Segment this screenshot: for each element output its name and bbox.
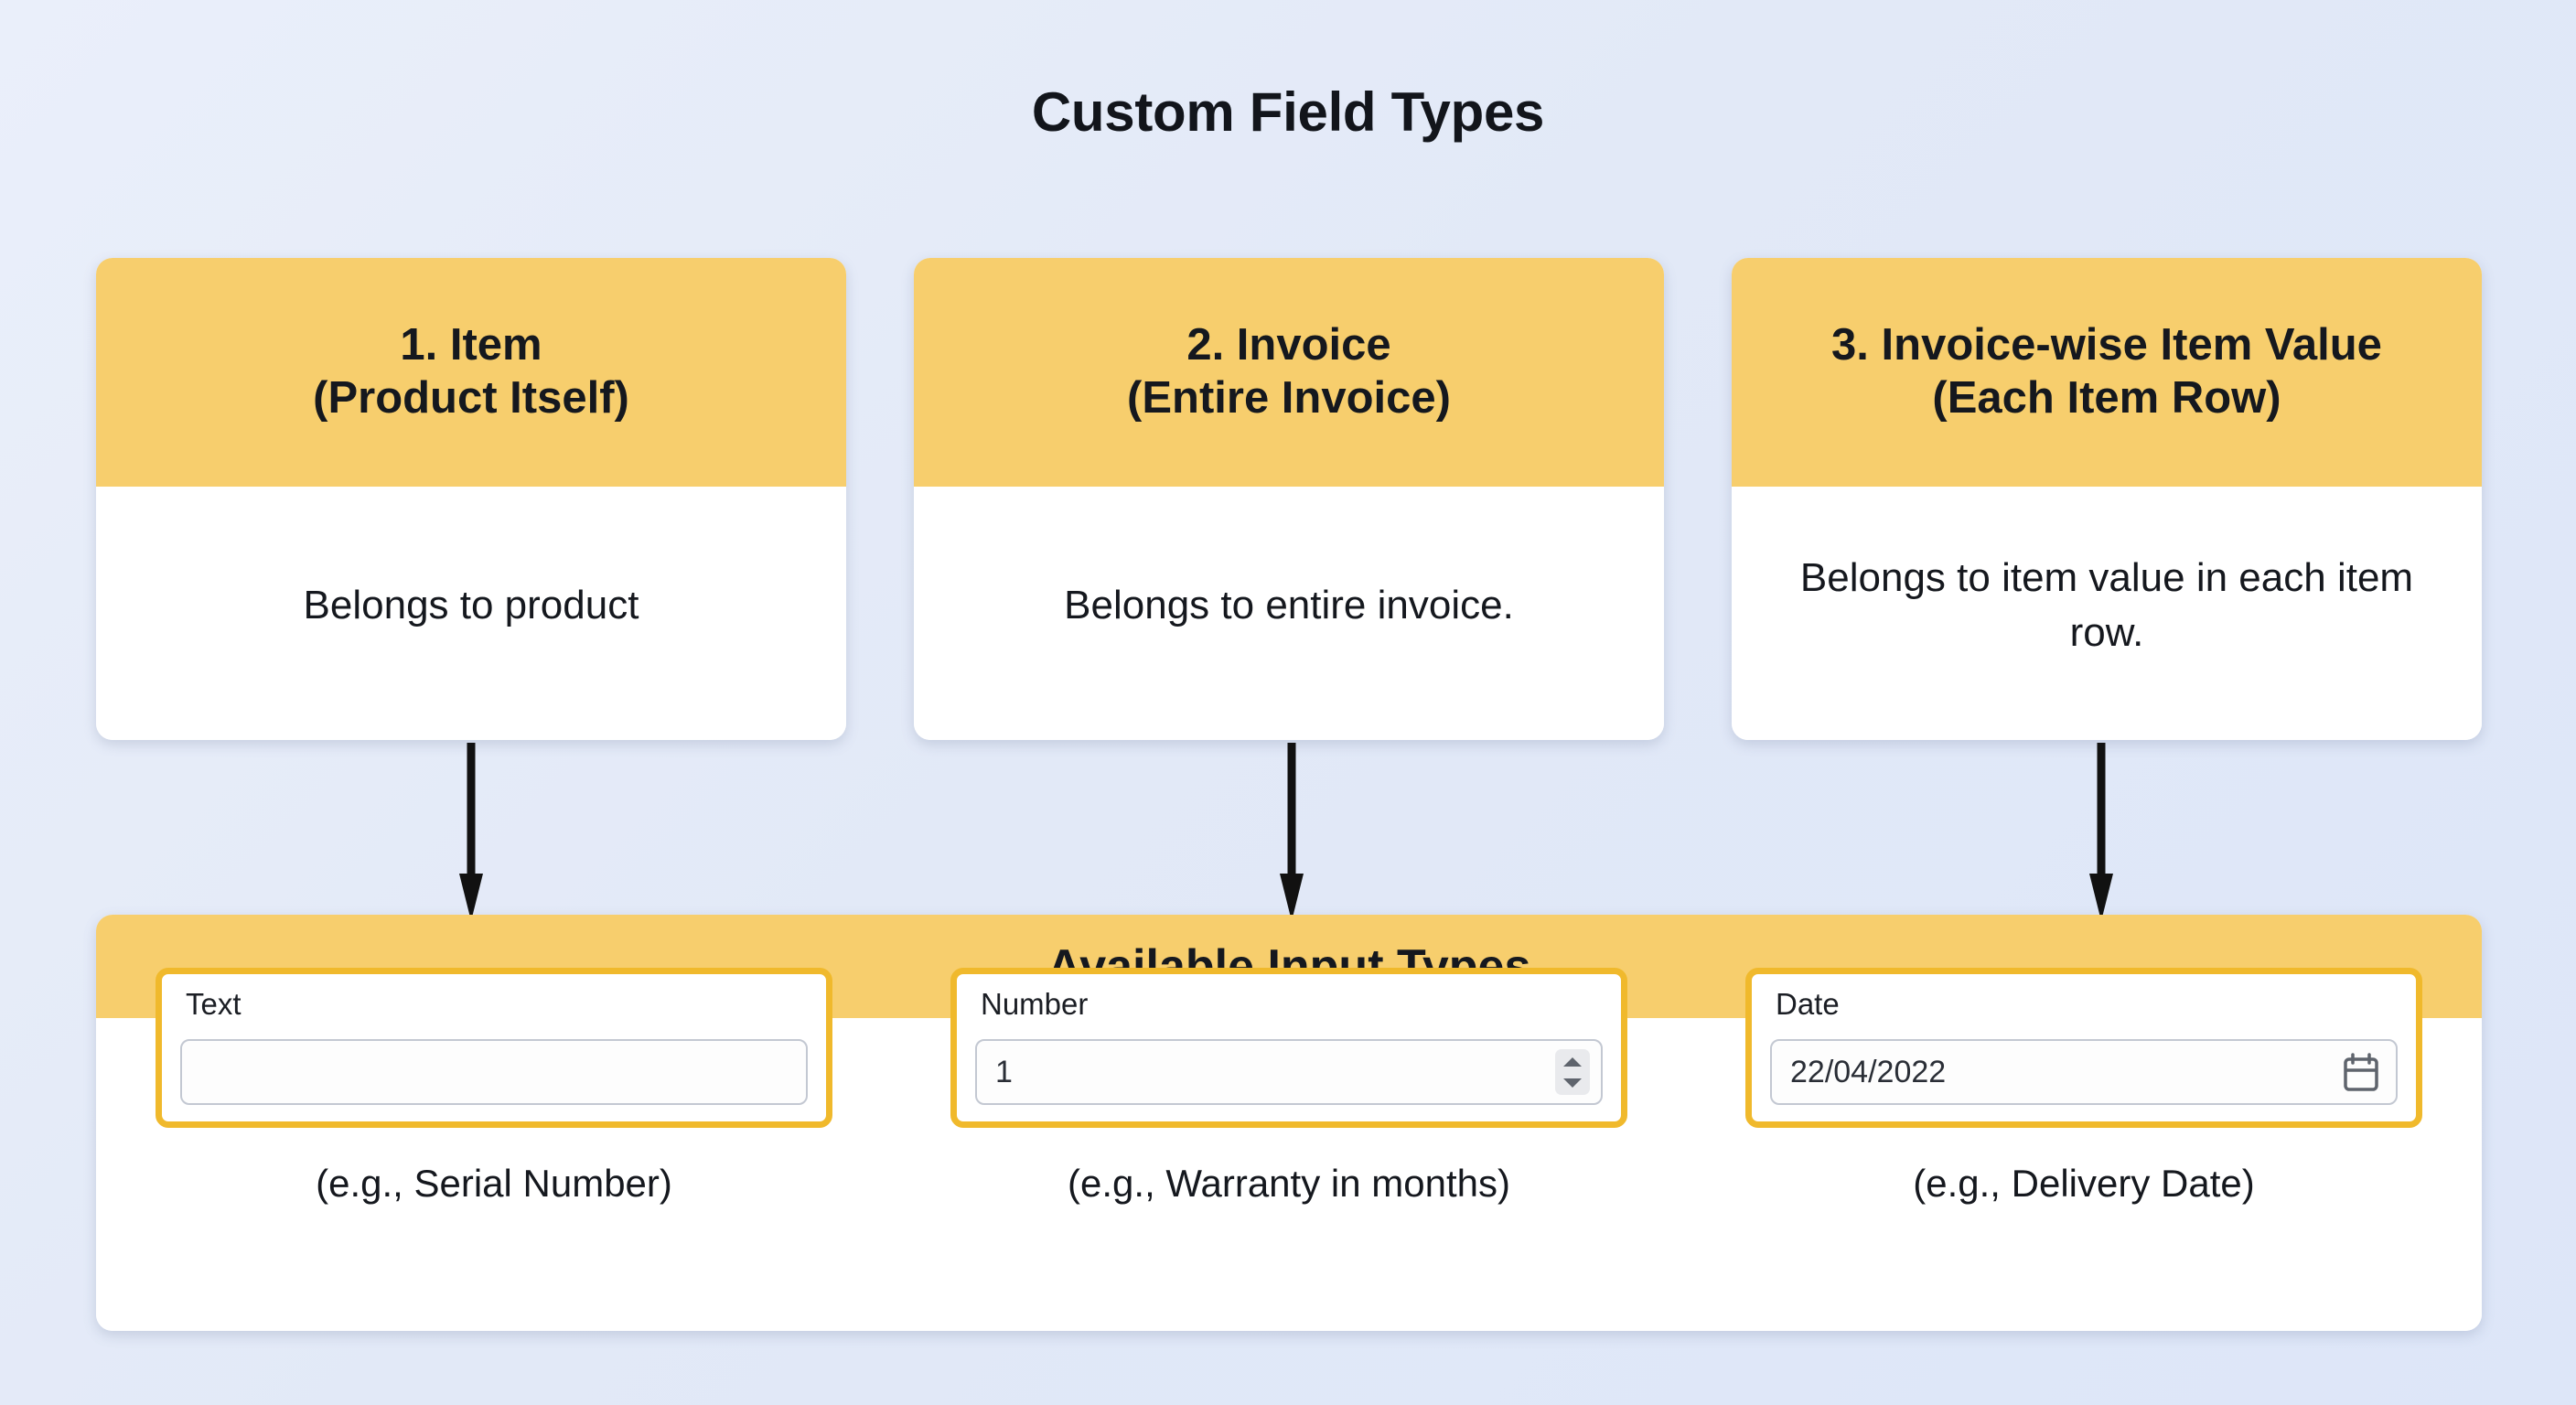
card-item-description: Belongs to product [303,582,639,627]
arrow-down-icon-card-1 [459,743,483,921]
card-invoice-header: 2. Invoice (Entire Invoice) [914,258,1664,487]
card-invoice-wise-item-value-title-line1: 3. Invoice-wise Item Value [1831,320,2382,370]
arrow-down-icon-card-3 [2089,743,2113,921]
date-field-caption: (e.g., Delivery Date) [1913,1162,2255,1205]
field-group-number[interactable]: Number 1 [950,968,1627,1128]
card-invoice-description: Belongs to entire invoice. [1064,582,1514,627]
card-invoice-wise-item-value-body: Belongs to item value in each item row. [1732,487,2482,740]
card-item-title-line1: 1. Item [400,320,542,370]
number-stepper-icon[interactable] [1555,1049,1590,1095]
available-input-types-panel: Available Input Types Text Number 1 [96,915,2482,1331]
card-invoice-wise-item-value-header: 3. Invoice-wise Item Value (Each Item Ro… [1732,258,2482,487]
arrow-down-icon-card-2 [1280,743,1304,921]
page-title: Custom Field Types [1031,81,1545,143]
number-field-caption: (e.g., Warranty in months) [1068,1162,1510,1205]
number-input[interactable]: 1 [975,1039,1603,1105]
card-item-body: Belongs to product [96,487,846,740]
calendar-icon[interactable] [2343,1053,2379,1091]
field-group-date[interactable]: Date 22/04/2022 [1745,968,2422,1128]
field-group-text[interactable]: Text [156,968,832,1128]
date-field-label: Date [1776,987,1840,1021]
card-invoice-body: Belongs to entire invoice. [914,487,1664,740]
card-invoice-wise-item-value-description: Belongs to item value in each item row. [1799,554,2414,655]
date-input[interactable]: 22/04/2022 [1770,1039,2398,1105]
card-invoice-title-line1: 2. Invoice [1186,320,1391,370]
field-type-cards: 1. Item (Product Itself) Belongs to prod… [96,258,2482,740]
text-field-caption: (e.g., Serial Number) [316,1162,672,1205]
card-item-header: 1. Item (Product Itself) [96,258,846,487]
card-item: 1. Item (Product Itself) Belongs to prod… [96,258,846,740]
card-invoice: 2. Invoice (Entire Invoice) Belongs to e… [914,258,1664,740]
number-field-label: Number [981,987,1089,1021]
text-field-label: Text [186,987,242,1021]
text-input[interactable] [180,1039,808,1105]
card-invoice-title-line2: (Entire Invoice) [1127,373,1451,423]
card-invoice-wise-item-value-title-line2: (Each Item Row) [1932,373,2281,423]
number-input-value: 1 [995,1055,1013,1089]
card-item-title-line2: (Product Itself) [313,373,629,423]
input-field-captions: (e.g., Serial Number) (e.g., Warranty in… [96,1164,2482,1203]
card-invoice-wise-item-value: 3. Invoice-wise Item Value (Each Item Ro… [1732,258,2482,740]
input-field-groups: Text Number 1 [96,968,2482,1128]
date-input-value: 22/04/2022 [1790,1055,1947,1089]
available-input-types-body: Text Number 1 [96,968,2482,1331]
